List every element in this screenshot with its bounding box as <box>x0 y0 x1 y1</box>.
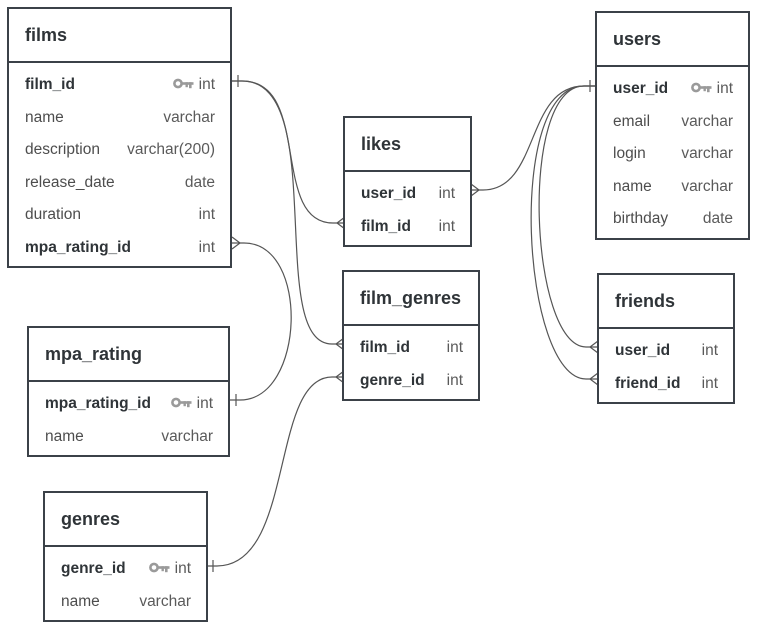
field-type: date <box>702 210 733 227</box>
field-name: mpa_rating_id <box>45 395 151 412</box>
field-type: int <box>446 339 463 356</box>
field-row: film_id int <box>9 69 230 102</box>
field-name: name <box>25 108 64 126</box>
field-type: int <box>701 342 718 359</box>
field-name: film_id <box>25 76 75 93</box>
field-name: login <box>613 145 646 162</box>
field-row: release_date date <box>9 167 230 200</box>
many-marker <box>335 370 345 384</box>
field-row: user_id int <box>599 335 733 368</box>
field-name: genre_id <box>360 371 425 389</box>
connector-users-friends-friend <box>530 85 598 380</box>
table-friends[interactable]: friends user_id int friend_id int <box>597 273 735 404</box>
field-row: mpa_rating_id int <box>9 232 230 265</box>
field-type: int <box>198 206 215 223</box>
field-type: int <box>690 73 733 106</box>
field-name: film_id <box>361 217 411 235</box>
connector-users-friends-user <box>538 85 598 348</box>
field-row: description varchar(200) <box>9 134 230 167</box>
connector-films-film-genres <box>232 80 344 345</box>
field-row: friend_id int <box>599 368 733 401</box>
field-row: email varchar <box>597 106 748 139</box>
field-type-label: int <box>196 395 213 412</box>
field-name: description <box>25 141 100 158</box>
field-type: int <box>148 553 191 586</box>
table-likes[interactable]: likes user_id int film_id int <box>343 116 472 247</box>
field-type: varchar <box>163 108 215 126</box>
table-films[interactable]: films film_id int name varchar descripti… <box>7 7 232 268</box>
field-row: name varchar <box>45 586 206 619</box>
field-name: duration <box>25 206 82 223</box>
field-name: film_id <box>360 339 410 356</box>
key-icon <box>148 563 170 573</box>
field-type: int <box>446 371 463 389</box>
field-type: varchar <box>139 592 191 610</box>
field-name: friend_id <box>615 374 681 392</box>
table-title: users <box>597 13 748 67</box>
many-marker <box>589 372 599 386</box>
many-marker <box>589 340 599 354</box>
field-row: genre_id int <box>45 553 206 586</box>
field-row: birthday date <box>597 203 748 236</box>
table-title: genres <box>45 493 206 547</box>
field-row: name varchar <box>29 421 228 454</box>
field-type: varchar <box>681 177 733 195</box>
field-name: release_date <box>25 173 115 191</box>
many-marker <box>336 216 346 230</box>
field-name: name <box>61 592 100 610</box>
field-type: int <box>172 69 215 102</box>
field-row: mpa_rating_id int <box>29 388 228 421</box>
connector-genres-film-genres <box>207 376 344 567</box>
table-title: film_genres <box>344 272 478 326</box>
table-title: friends <box>599 275 733 329</box>
field-name: name <box>45 427 84 445</box>
field-type-label: int <box>716 80 733 97</box>
table-title: films <box>9 9 230 63</box>
field-name: email <box>613 112 651 130</box>
field-row: name varchar <box>597 171 748 204</box>
key-icon <box>170 398 192 408</box>
field-type: date <box>184 173 215 191</box>
field-name: user_id <box>361 185 417 202</box>
field-type: varchar <box>681 145 733 162</box>
key-icon <box>172 79 194 89</box>
field-type: int <box>170 388 213 421</box>
many-marker <box>470 183 480 197</box>
field-type: int <box>198 238 215 256</box>
field-row: film_id int <box>344 332 478 365</box>
table-film-genres[interactable]: film_genres film_id int genre_id int <box>342 270 480 401</box>
field-type-label: int <box>198 76 215 93</box>
field-name: user_id <box>615 342 671 359</box>
table-title: likes <box>345 118 470 172</box>
field-name: birthday <box>613 210 669 227</box>
field-name: name <box>613 177 652 195</box>
field-name: genre_id <box>61 560 126 577</box>
field-type: varchar(200) <box>127 141 215 158</box>
field-type: varchar <box>161 427 213 445</box>
field-type: int <box>701 374 718 392</box>
field-row: user_id int <box>597 73 748 106</box>
table-users[interactable]: users user_id int email varchar login va… <box>595 11 750 240</box>
many-marker <box>335 337 345 351</box>
field-name: mpa_rating_id <box>25 238 131 256</box>
field-type-label: int <box>174 560 191 577</box>
field-row: film_id int <box>345 211 470 244</box>
key-icon <box>690 83 712 93</box>
field-type: varchar <box>681 112 733 130</box>
table-mpa-rating[interactable]: mpa_rating mpa_rating_id int name varcha… <box>27 326 230 457</box>
field-row: user_id int <box>345 178 470 211</box>
field-type: int <box>438 185 455 202</box>
table-genres[interactable]: genres genre_id int name varchar <box>43 491 208 622</box>
many-marker <box>231 236 241 250</box>
field-name: user_id <box>613 80 669 97</box>
table-title: mpa_rating <box>29 328 228 382</box>
field-row: login varchar <box>597 138 748 171</box>
connector-films-likes <box>232 80 345 224</box>
field-row: name varchar <box>9 102 230 135</box>
connector-mpa-rating-films <box>230 242 292 401</box>
field-row: genre_id int <box>344 365 478 398</box>
field-type: int <box>438 217 455 235</box>
field-row: duration int <box>9 199 230 232</box>
